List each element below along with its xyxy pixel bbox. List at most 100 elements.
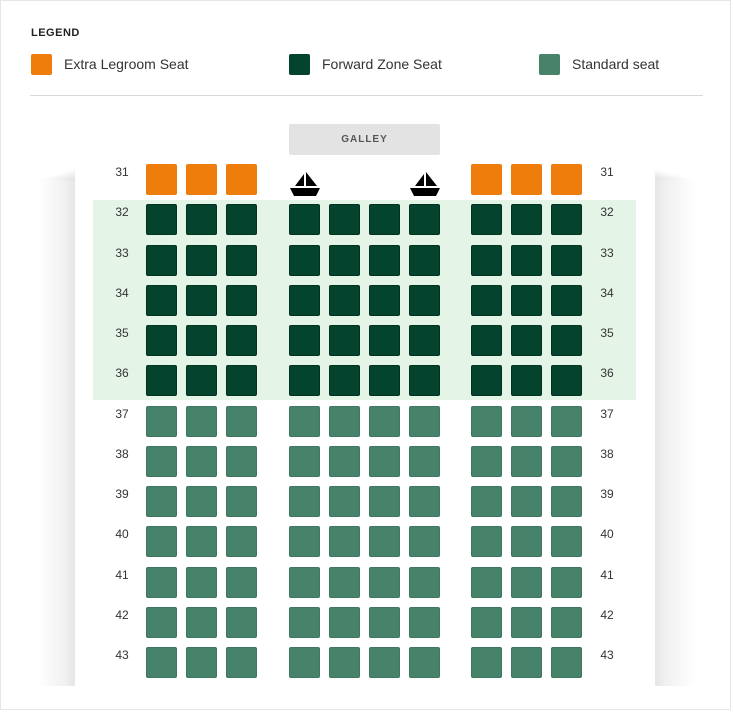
seat-41K[interactable] — [551, 567, 582, 598]
seat-33J[interactable] — [511, 245, 542, 276]
seat-39E[interactable] — [329, 486, 360, 517]
seat-35F[interactable] — [369, 325, 400, 356]
seat-33E[interactable] — [329, 245, 360, 276]
seat-41D[interactable] — [289, 567, 320, 598]
seat-38B[interactable] — [186, 446, 217, 477]
seat-37H[interactable] — [471, 406, 502, 437]
seat-37C[interactable] — [226, 406, 257, 437]
seat-33H[interactable] — [471, 245, 502, 276]
seat-40E[interactable] — [329, 526, 360, 557]
seat-42H[interactable] — [471, 607, 502, 638]
seat-32F[interactable] — [369, 204, 400, 235]
seat-36G[interactable] — [409, 365, 440, 396]
seat-32C[interactable] — [226, 204, 257, 235]
seat-37A[interactable] — [146, 406, 177, 437]
seat-32H[interactable] — [471, 204, 502, 235]
seat-35D[interactable] — [289, 325, 320, 356]
seat-41A[interactable] — [146, 567, 177, 598]
seat-37F[interactable] — [369, 406, 400, 437]
seat-35G[interactable] — [409, 325, 440, 356]
seat-38G[interactable] — [409, 446, 440, 477]
seat-38K[interactable] — [551, 446, 582, 477]
seat-38H[interactable] — [471, 446, 502, 477]
seat-43A[interactable] — [146, 647, 177, 678]
seat-34H[interactable] — [471, 285, 502, 316]
seat-33F[interactable] — [369, 245, 400, 276]
seat-33K[interactable] — [551, 245, 582, 276]
seat-31K[interactable] — [551, 164, 582, 195]
seat-31B[interactable] — [186, 164, 217, 195]
seat-32B[interactable] — [186, 204, 217, 235]
seat-39J[interactable] — [511, 486, 542, 517]
seat-40C[interactable] — [226, 526, 257, 557]
seat-31A[interactable] — [146, 164, 177, 195]
seat-35B[interactable] — [186, 325, 217, 356]
seat-37B[interactable] — [186, 406, 217, 437]
seat-42B[interactable] — [186, 607, 217, 638]
seat-34C[interactable] — [226, 285, 257, 316]
seat-41G[interactable] — [409, 567, 440, 598]
seat-40G[interactable] — [409, 526, 440, 557]
seat-33B[interactable] — [186, 245, 217, 276]
seat-42K[interactable] — [551, 607, 582, 638]
seat-40D[interactable] — [289, 526, 320, 557]
seat-39H[interactable] — [471, 486, 502, 517]
seat-40A[interactable] — [146, 526, 177, 557]
seat-36E[interactable] — [329, 365, 360, 396]
seat-32J[interactable] — [511, 204, 542, 235]
seat-36D[interactable] — [289, 365, 320, 396]
seat-36F[interactable] — [369, 365, 400, 396]
seat-42C[interactable] — [226, 607, 257, 638]
seat-33G[interactable] — [409, 245, 440, 276]
seat-41B[interactable] — [186, 567, 217, 598]
seat-32A[interactable] — [146, 204, 177, 235]
seat-43C[interactable] — [226, 647, 257, 678]
seat-37E[interactable] — [329, 406, 360, 437]
seat-33D[interactable] — [289, 245, 320, 276]
seat-39K[interactable] — [551, 486, 582, 517]
seat-34A[interactable] — [146, 285, 177, 316]
seat-35J[interactable] — [511, 325, 542, 356]
seat-43D[interactable] — [289, 647, 320, 678]
seat-37D[interactable] — [289, 406, 320, 437]
seat-40H[interactable] — [471, 526, 502, 557]
seat-39F[interactable] — [369, 486, 400, 517]
seat-35C[interactable] — [226, 325, 257, 356]
seat-31J[interactable] — [511, 164, 542, 195]
seat-37K[interactable] — [551, 406, 582, 437]
seat-38J[interactable] — [511, 446, 542, 477]
seat-41C[interactable] — [226, 567, 257, 598]
seat-42F[interactable] — [369, 607, 400, 638]
seat-43K[interactable] — [551, 647, 582, 678]
seat-35A[interactable] — [146, 325, 177, 356]
seat-38D[interactable] — [289, 446, 320, 477]
seat-39D[interactable] — [289, 486, 320, 517]
seat-41E[interactable] — [329, 567, 360, 598]
seat-32G[interactable] — [409, 204, 440, 235]
seat-31H[interactable] — [471, 164, 502, 195]
seat-34G[interactable] — [409, 285, 440, 316]
seat-33A[interactable] — [146, 245, 177, 276]
seat-39A[interactable] — [146, 486, 177, 517]
seat-35K[interactable] — [551, 325, 582, 356]
seat-38E[interactable] — [329, 446, 360, 477]
seat-36B[interactable] — [186, 365, 217, 396]
seat-42J[interactable] — [511, 607, 542, 638]
seat-36H[interactable] — [471, 365, 502, 396]
seat-43F[interactable] — [369, 647, 400, 678]
seat-38C[interactable] — [226, 446, 257, 477]
seat-40B[interactable] — [186, 526, 217, 557]
seat-36J[interactable] — [511, 365, 542, 396]
seat-37G[interactable] — [409, 406, 440, 437]
seat-36K[interactable] — [551, 365, 582, 396]
seat-40K[interactable] — [551, 526, 582, 557]
seat-43E[interactable] — [329, 647, 360, 678]
seat-35E[interactable] — [329, 325, 360, 356]
seat-43B[interactable] — [186, 647, 217, 678]
seat-32D[interactable] — [289, 204, 320, 235]
seat-35H[interactable] — [471, 325, 502, 356]
seat-39B[interactable] — [186, 486, 217, 517]
seat-34K[interactable] — [551, 285, 582, 316]
seat-43J[interactable] — [511, 647, 542, 678]
seat-38F[interactable] — [369, 446, 400, 477]
